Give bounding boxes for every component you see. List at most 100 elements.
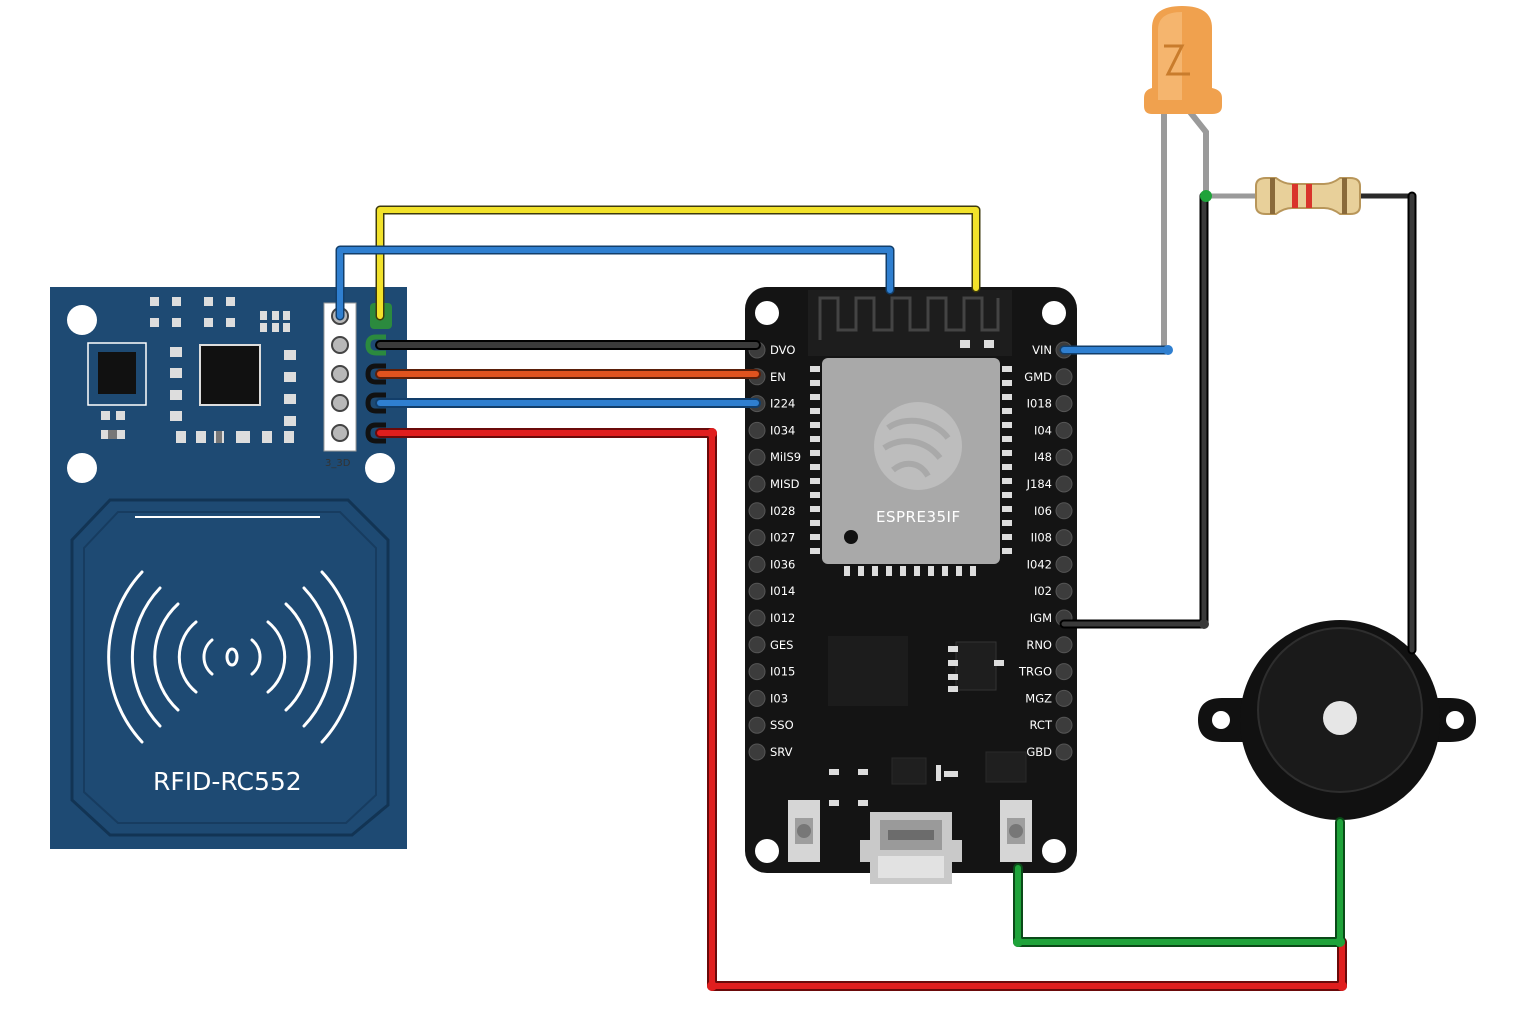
rfid-label: RFID-RC552 bbox=[153, 767, 302, 796]
header-pin bbox=[1055, 475, 1073, 493]
esp32-mount-hole bbox=[755, 301, 779, 325]
header-pin bbox=[1055, 582, 1073, 600]
module-pad bbox=[810, 478, 820, 484]
pin-label: MiIS9 bbox=[770, 450, 801, 464]
pin-label: GBD bbox=[1026, 745, 1052, 759]
esp32-module-pins bbox=[810, 366, 1012, 576]
module-pad bbox=[1002, 464, 1012, 470]
module-pad bbox=[928, 566, 934, 576]
module-pad bbox=[810, 520, 820, 526]
pin-label: IGM bbox=[1030, 611, 1052, 625]
module-pad bbox=[810, 464, 820, 470]
resistor bbox=[1206, 177, 1412, 215]
buzzer-mount-hole bbox=[1446, 711, 1464, 729]
module-pad bbox=[914, 566, 920, 576]
wire-green bbox=[1015, 819, 1343, 945]
module-pad bbox=[1002, 436, 1012, 442]
module-pad bbox=[810, 422, 820, 428]
module-pad bbox=[1002, 380, 1012, 386]
esp32-chip-label: ESPRE35IF bbox=[876, 508, 961, 526]
esp32-pin1-dot bbox=[844, 530, 858, 544]
module-pad bbox=[810, 548, 820, 554]
pin-label: I027 bbox=[770, 531, 795, 545]
module-pad bbox=[1002, 450, 1012, 456]
module-pad bbox=[810, 380, 820, 386]
pin-label: J184 bbox=[1026, 477, 1052, 491]
reset-button[interactable] bbox=[1000, 800, 1032, 862]
pin-label: I028 bbox=[770, 504, 795, 518]
header-pin bbox=[1055, 368, 1073, 386]
header-pin bbox=[748, 636, 766, 654]
header-pin bbox=[748, 529, 766, 547]
resistor-band bbox=[1270, 178, 1275, 214]
pin-label: I04 bbox=[1034, 423, 1052, 437]
header-pin bbox=[748, 555, 766, 573]
led bbox=[1144, 6, 1222, 348]
pin-label: I48 bbox=[1034, 450, 1052, 464]
header-pin bbox=[748, 716, 766, 734]
rfid-chip bbox=[87, 342, 147, 406]
pin-label: I06 bbox=[1034, 504, 1052, 518]
module-pad bbox=[844, 566, 850, 576]
espressif-logo-icon bbox=[874, 402, 962, 490]
header-pin bbox=[1055, 555, 1073, 573]
esp32-board: ESPRE35IF bbox=[745, 287, 1077, 884]
module-pad bbox=[810, 408, 820, 414]
module-pad bbox=[886, 566, 892, 576]
micro-usb-port[interactable] bbox=[860, 812, 962, 884]
pin-label: I015 bbox=[770, 665, 795, 679]
module-pad bbox=[810, 450, 820, 456]
esp32-regulator bbox=[955, 641, 997, 691]
header-pin bbox=[1055, 529, 1073, 547]
resistor-band bbox=[1342, 178, 1347, 214]
module-pad bbox=[858, 566, 864, 576]
esp32-mount-hole bbox=[1042, 839, 1066, 863]
module-pad bbox=[956, 566, 962, 576]
module-pad bbox=[1002, 548, 1012, 554]
header-pin bbox=[748, 421, 766, 439]
module-pad bbox=[810, 436, 820, 442]
pin-label: VIN bbox=[1032, 343, 1052, 357]
pin-label: I034 bbox=[770, 423, 795, 437]
header-pin bbox=[1055, 636, 1073, 654]
boot-button[interactable] bbox=[788, 800, 820, 862]
rfid-mount-hole bbox=[365, 453, 395, 483]
header-pin bbox=[748, 448, 766, 466]
module-pad bbox=[872, 566, 878, 576]
esp32-usb-chip bbox=[828, 636, 908, 706]
wire-blue-top bbox=[337, 247, 893, 319]
rfid-antenna-inner bbox=[83, 511, 377, 824]
header-pin bbox=[1055, 689, 1073, 707]
resistor-band bbox=[1292, 184, 1298, 208]
header-pin bbox=[748, 502, 766, 520]
module-pad bbox=[1002, 366, 1012, 372]
wire-yellow bbox=[377, 207, 979, 319]
wire-black-igm bbox=[1061, 193, 1207, 627]
module-pad bbox=[810, 534, 820, 540]
header-pin bbox=[1055, 421, 1073, 439]
rfid-module: 3_3D RFID-RC552 bbox=[50, 287, 407, 849]
header-pin bbox=[1055, 395, 1073, 413]
pin-label: I224 bbox=[770, 397, 795, 411]
rfid-mount-hole bbox=[67, 305, 97, 335]
header-pin bbox=[748, 689, 766, 707]
pin-label: GES bbox=[770, 638, 793, 652]
pin-label: RCT bbox=[1030, 718, 1053, 732]
module-pad bbox=[900, 566, 906, 576]
header-pin bbox=[1055, 502, 1073, 520]
header-pin bbox=[1055, 743, 1073, 761]
pin-label: MGZ bbox=[1025, 691, 1052, 705]
led-body bbox=[1144, 6, 1222, 114]
wire-black-igm bbox=[1059, 191, 1209, 629]
rfid-mount-hole bbox=[67, 453, 97, 483]
esp32-mount-hole bbox=[755, 839, 779, 863]
buzzer-center bbox=[1323, 701, 1357, 735]
esp32-antenna-trace bbox=[818, 296, 1000, 340]
pin-label: I018 bbox=[1027, 397, 1052, 411]
header-pin bbox=[1055, 716, 1073, 734]
pin-label: TRGO bbox=[1018, 665, 1052, 679]
resistor-band bbox=[1306, 184, 1312, 208]
module-pad bbox=[1002, 394, 1012, 400]
led-leg bbox=[1187, 110, 1209, 196]
module-pad bbox=[970, 566, 976, 576]
